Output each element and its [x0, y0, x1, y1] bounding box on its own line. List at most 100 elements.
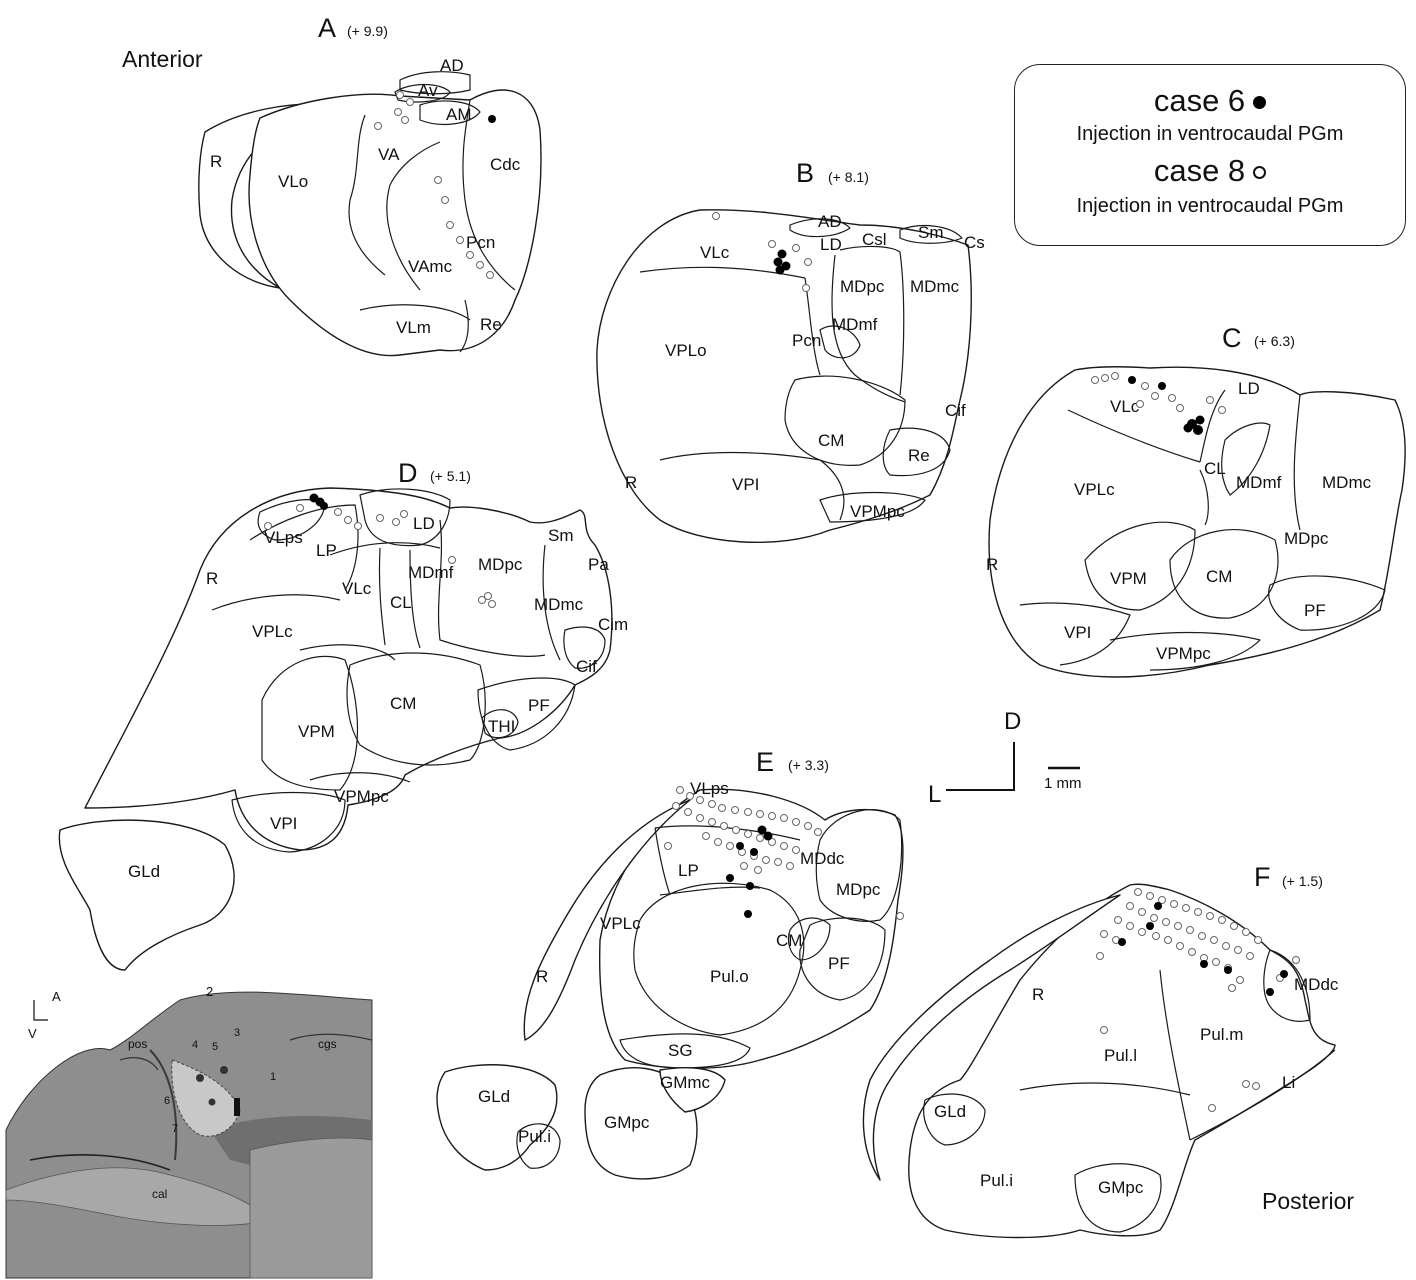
section-d-nucleus: CM	[390, 694, 416, 713]
section-c: LD VLc CL MDmf MDmc VPLc MDpc R VPM CM P…	[986, 323, 1405, 677]
section-e-nucleus: GLd	[478, 1087, 510, 1106]
section-b-nucleus: Cs	[964, 233, 985, 252]
filled-circle-icon	[1253, 96, 1266, 109]
section-d-coordinate: (+ 5.1)	[430, 468, 471, 484]
inset-label: cgs	[318, 1037, 337, 1051]
section-c-nucleus: VLc	[1110, 397, 1140, 416]
section-a-nucleus: AM	[446, 105, 472, 124]
section-d-nucleus: Sm	[548, 526, 574, 545]
section-f-nucleus: Li	[1282, 1073, 1295, 1092]
section-f-letter: F	[1254, 862, 1271, 892]
section-b-nucleus: AD	[818, 212, 842, 231]
posterior-label: Posterior	[1262, 1188, 1354, 1215]
section-e-coordinate: (+ 3.3)	[788, 757, 829, 773]
section-d-nucleus: VPI	[270, 814, 297, 833]
section-b-nucleus: Cif	[945, 401, 966, 420]
brain-inset: 2 A V pos cgs cal 4 5 6 7 1 3	[6, 984, 372, 1278]
section-d-nucleus: VPLc	[252, 622, 293, 641]
section-b-nucleus: Csl	[862, 230, 887, 249]
inset-label: A	[52, 989, 61, 1004]
inset-label: 1	[270, 1071, 276, 1083]
section-e-nucleus: R	[536, 967, 548, 986]
section-b-nucleus: Re	[908, 446, 930, 465]
anterior-label: Anterior	[122, 46, 203, 73]
section-c-nucleus: CL	[1204, 459, 1226, 478]
section-c-nucleus: PF	[1304, 601, 1326, 620]
section-a-nucleus: VLm	[396, 318, 431, 337]
section-f-nucleus: GMpc	[1098, 1178, 1144, 1197]
section-c-nucleus: VPI	[1064, 623, 1091, 642]
section-c-nucleus: MDmf	[1236, 473, 1282, 492]
section-b-nucleus: MDpc	[840, 277, 885, 296]
section-f-nucleus: GLd	[934, 1102, 966, 1121]
section-b-nucleus: VPMpc	[850, 502, 905, 521]
section-d-nucleus: LD	[413, 514, 435, 533]
section-b-nucleus: VPLo	[665, 341, 707, 360]
section-f: MDdc R Pul.m Pul.l Li GLd Pul.i GMpc F (…	[863, 862, 1338, 1238]
section-d-nucleus: MDmf	[408, 563, 454, 582]
section-e: VLps MDdc LP MDpc VPLc CM PF Pul.o R SG …	[437, 747, 903, 1179]
section-a-nucleus: AD	[440, 56, 464, 75]
section-f-nucleus: Pul.i	[980, 1171, 1013, 1190]
section-a-nucleus: Pcn	[466, 233, 495, 252]
section-b-nucleus: VPI	[732, 475, 759, 494]
section-a-nucleus: VA	[378, 145, 400, 164]
section-c-nucleus: VPLc	[1074, 480, 1115, 499]
inset-label: cal	[152, 1187, 167, 1201]
section-d-nucleus: MDmc	[534, 595, 584, 614]
section-e-nucleus: GMmc	[660, 1073, 711, 1092]
section-d: LD Sm VLps LP MDmf MDpc Pa R VLc CL MDmc…	[59, 458, 628, 970]
inset-label: 3	[234, 1027, 240, 1039]
section-b-nucleus: VLc	[700, 243, 730, 262]
inset-label: 5	[212, 1041, 218, 1053]
section-b-nucleus: Pcn	[792, 331, 821, 350]
section-a-nucleus: R	[210, 152, 222, 171]
section-f-nucleus: Pul.l	[1104, 1046, 1137, 1065]
section-e-nucleus: VLps	[690, 779, 729, 798]
section-a-coordinate: (+ 9.9)	[347, 23, 388, 39]
section-d-nucleus: Cim	[598, 615, 628, 634]
legend-case8-injection: Injection in ventrocaudal PGm	[1015, 195, 1405, 218]
legend-case6-label: case 6	[1154, 83, 1245, 118]
section-e-nucleus: VPLc	[600, 914, 641, 933]
section-d-nucleus: PF	[528, 696, 550, 715]
section-a-letter: A	[318, 13, 336, 43]
orientation-scale: D L 1 mm	[928, 708, 1082, 808]
legend-box: case 6 Injection in ventrocaudal PGm cas…	[1014, 64, 1406, 246]
section-f-nucleus: MDdc	[1294, 975, 1339, 994]
section-d-nucleus: THI	[488, 717, 515, 736]
section-d-nucleus: VLc	[342, 579, 372, 598]
section-c-nucleus: MDmc	[1322, 473, 1372, 492]
section-e-nucleus: PF	[828, 954, 850, 973]
inset-label: 4	[192, 1039, 198, 1051]
section-f-coordinate: (+ 1.5)	[1282, 873, 1323, 889]
legend-case6-injection: Injection in ventrocaudal PGm	[1015, 123, 1405, 146]
section-b-letter: B	[796, 158, 814, 188]
legend-case8: case 8	[1015, 153, 1405, 189]
section-d-nucleus: VPM	[298, 722, 335, 741]
open-circle-icon	[1253, 166, 1266, 179]
section-f-nucleus: R	[1032, 985, 1044, 1004]
section-c-nucleus: VPM	[1110, 569, 1147, 588]
section-d-nucleus: MDpc	[478, 555, 523, 574]
section-a-nucleus: Re	[480, 315, 502, 334]
section-d-nucleus: CL	[390, 593, 412, 612]
section-d-nucleus: GLd	[128, 862, 160, 881]
section-a-nucleus: VLo	[278, 172, 308, 191]
section-b-nucleus: MDmc	[910, 277, 960, 296]
section-e-nucleus: GMpc	[604, 1113, 650, 1132]
section-b-nucleus: LD	[820, 235, 842, 254]
section-c-nucleus: LD	[1238, 379, 1260, 398]
section-e-nucleus: MDpc	[836, 880, 881, 899]
section-c-letter: C	[1222, 323, 1242, 353]
section-c-nucleus: CM	[1206, 567, 1232, 586]
scale-bar-label: 1 mm	[1044, 775, 1082, 792]
section-a-nucleus: Cdc	[490, 155, 521, 174]
section-f-nucleus: Pul.m	[1200, 1025, 1243, 1044]
section-e-nucleus: MDdc	[800, 849, 845, 868]
dorsal-label: D	[1004, 708, 1021, 735]
section-a-nucleus: Av	[418, 81, 438, 100]
section-e-nucleus: LP	[678, 861, 699, 880]
legend-case8-label: case 8	[1154, 153, 1245, 188]
section-d-nucleus: Cif	[576, 657, 597, 676]
